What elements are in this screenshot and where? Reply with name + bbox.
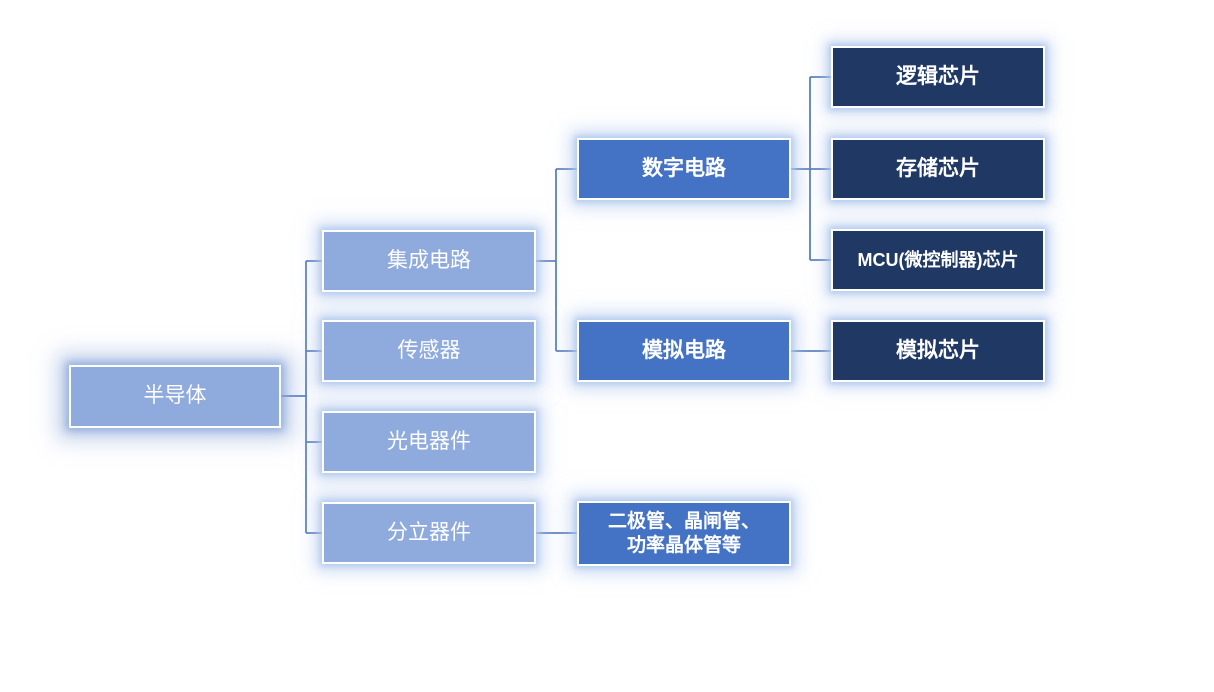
node-analog-chip-label: 模拟芯片: [896, 338, 980, 362]
node-mcu-chip[interactable]: MCU(微控制器)芯片: [831, 229, 1045, 291]
node-logic-chip-label: 逻辑芯片: [896, 64, 980, 88]
node-diode-label-line1: 二极管、晶闸管、: [607, 510, 760, 532]
node-digital-circuit[interactable]: 数字电路: [577, 138, 791, 200]
node-optoelectronic-device-label: 光电器件: [387, 429, 471, 453]
node-diode-label-line2: 功率晶体管等: [626, 534, 741, 556]
connector-root-trunk: [281, 261, 307, 533]
node-diode-thyristor-transistor[interactable]: 二极管、晶闸管、 功率晶体管等: [577, 501, 791, 566]
connector-digital-trunk: [790, 77, 811, 260]
node-mcu-chip-label: MCU(微控制器)芯片: [857, 249, 1019, 270]
node-analog-circuit-label: 模拟电路: [642, 338, 726, 362]
node-memory-chip-label: 存储芯片: [896, 156, 980, 180]
node-semiconductor-label: 半导体: [143, 384, 207, 408]
node-optoelectronic-device[interactable]: 光电器件: [322, 411, 536, 473]
node-sensor[interactable]: 传感器: [322, 320, 536, 382]
node-discrete-device[interactable]: 分立器件: [322, 502, 536, 564]
node-semiconductor[interactable]: 半导体: [69, 365, 281, 428]
node-memory-chip[interactable]: 存储芯片: [831, 138, 1045, 200]
node-analog-circuit[interactable]: 模拟电路: [577, 320, 791, 382]
node-integrated-circuit[interactable]: 集成电路: [322, 230, 536, 292]
node-analog-chip[interactable]: 模拟芯片: [831, 320, 1045, 382]
node-digital-circuit-label: 数字电路: [642, 156, 726, 180]
node-discrete-device-label: 分立器件: [387, 520, 471, 544]
node-sensor-label: 传感器: [397, 338, 461, 362]
node-integrated-circuit-label: 集成电路: [387, 248, 471, 272]
node-logic-chip[interactable]: 逻辑芯片: [831, 46, 1045, 108]
connector-ic-trunk: [536, 169, 557, 351]
